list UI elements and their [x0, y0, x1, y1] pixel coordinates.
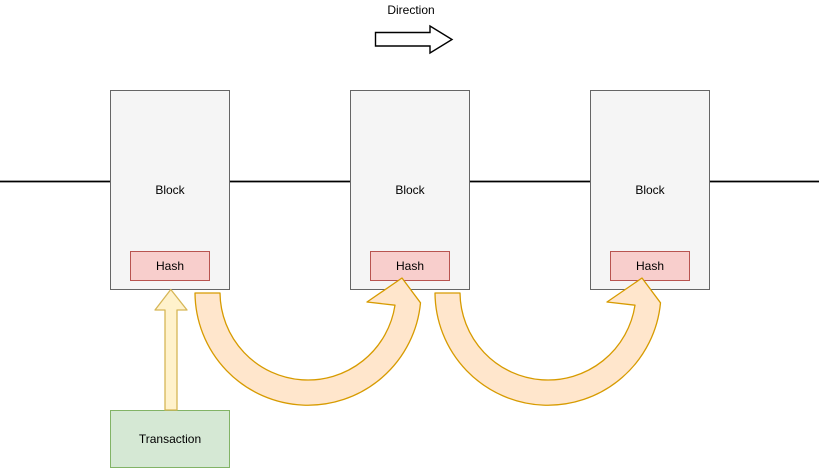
block-2-hash-label: Hash [395, 259, 424, 273]
block-3-label: Block [635, 183, 665, 197]
transaction-to-hash-arrow [154, 288, 188, 411]
block-1-hash-box[interactable]: Hash [130, 251, 210, 281]
block-3-hash-label: Hash [635, 259, 664, 273]
direction-arrow-icon [374, 24, 454, 55]
block-2-hash-box[interactable]: Hash [370, 251, 450, 281]
hash1-to-hash2-curved-arrow [194, 277, 422, 406]
block-3-hash-box[interactable]: Hash [610, 251, 690, 281]
block-3[interactable]: Block Hash [590, 90, 710, 290]
block-2[interactable]: Block Hash [350, 90, 470, 290]
block-2-label: Block [395, 183, 425, 197]
block-1-label: Block [155, 183, 185, 197]
direction-label: Direction [387, 3, 435, 17]
hash2-to-hash3-curved-arrow [434, 277, 662, 406]
transaction-box[interactable]: Transaction [110, 410, 230, 468]
block-1[interactable]: Block Hash [110, 90, 230, 290]
transaction-label: Transaction [138, 432, 202, 446]
block-1-hash-label: Hash [155, 259, 184, 273]
